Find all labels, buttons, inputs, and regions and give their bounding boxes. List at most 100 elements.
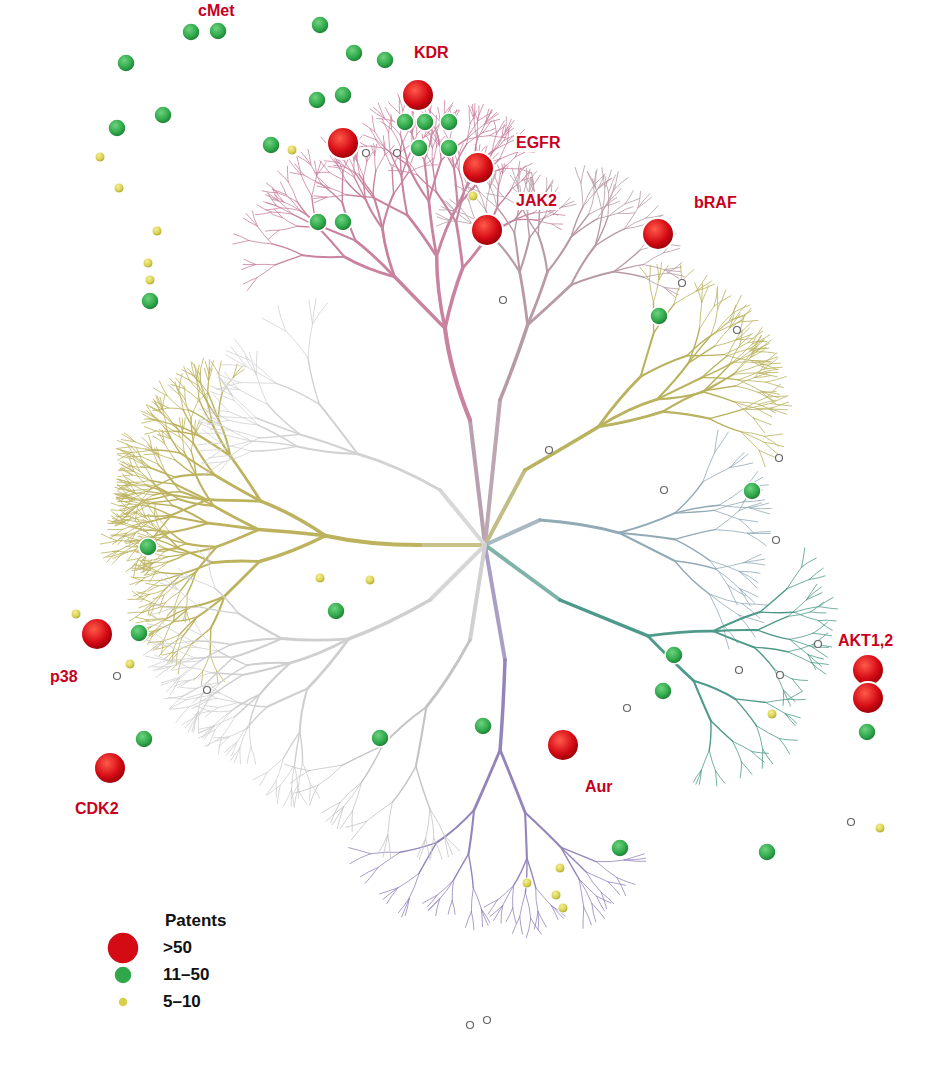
tree-branch <box>249 241 272 244</box>
tree-branch <box>288 182 297 202</box>
tree-branch <box>456 193 460 207</box>
tree-branch <box>709 750 715 771</box>
tree-branch <box>382 228 394 276</box>
patent-marker-small <box>287 145 297 155</box>
kinase-dot <box>777 672 784 679</box>
tree-branch <box>247 663 290 666</box>
tree-branch <box>298 156 311 165</box>
tree-branch <box>625 191 633 204</box>
tree-branch <box>115 520 127 526</box>
tree-branch <box>129 459 134 472</box>
tree-branch <box>204 705 219 707</box>
tree-branch <box>749 508 770 514</box>
tree-branch <box>249 723 251 746</box>
tree-branch <box>198 417 222 421</box>
tree-branch <box>477 105 483 120</box>
tree-branch <box>471 888 473 912</box>
tree-branch <box>352 811 353 831</box>
tree-branch <box>202 635 218 651</box>
tree-branch <box>116 496 129 498</box>
tree-branch <box>761 353 777 365</box>
tree-branch <box>241 382 277 384</box>
tree-branch <box>703 452 715 482</box>
tree-branch <box>276 383 319 404</box>
tree-branch <box>525 893 530 919</box>
tree-branch <box>418 175 437 192</box>
tree-branch <box>709 594 723 625</box>
tree-branch <box>168 553 188 562</box>
tree-branch <box>740 321 753 334</box>
tree-branch <box>764 442 778 454</box>
tree-trunk <box>470 545 485 640</box>
tree-branch <box>349 600 430 639</box>
tree-branch <box>538 235 547 272</box>
tree-branch <box>234 339 249 360</box>
tree-branch <box>358 454 440 490</box>
tree-branch <box>318 765 343 785</box>
tree-branch <box>154 666 172 670</box>
tree-branch <box>297 157 301 175</box>
tree-branch <box>198 726 213 734</box>
tree-branch <box>649 265 651 280</box>
tree-branch <box>408 161 418 176</box>
tree-branch <box>494 120 497 134</box>
tree-branch <box>136 617 149 620</box>
tree-branch <box>714 296 731 306</box>
tree-branch <box>788 612 811 617</box>
tree-branch <box>234 234 249 241</box>
tree-branch <box>209 711 231 713</box>
tree-branch <box>183 418 186 432</box>
tree-branch <box>753 418 765 433</box>
tree-branch <box>586 872 601 893</box>
tree-branch <box>285 764 310 770</box>
tree-branch <box>220 693 239 703</box>
kinase-label: KDR <box>412 44 451 62</box>
tree-branch <box>436 192 456 222</box>
tree-branch <box>709 594 739 615</box>
tree-branch <box>560 600 648 636</box>
tree-branch <box>538 912 546 927</box>
tree-branch <box>717 289 719 309</box>
kinase-dot <box>546 447 553 454</box>
tree-branch <box>198 712 199 732</box>
tree-branch <box>251 747 256 764</box>
tree-branch <box>734 373 760 374</box>
tree-branch <box>618 207 633 214</box>
tree-branch <box>581 166 585 183</box>
kinase-label: CDK2 <box>73 800 121 818</box>
tree-branch <box>477 188 486 211</box>
tree-branch <box>730 454 748 468</box>
tree-branch <box>122 511 131 520</box>
tree-branch <box>157 447 160 458</box>
tree-branch <box>562 204 577 207</box>
tree-branch <box>145 515 172 517</box>
tree-branch <box>546 181 553 191</box>
tree-branch <box>127 549 136 561</box>
tree-branch <box>207 500 261 501</box>
tree-branch <box>136 578 145 585</box>
tree-branch <box>115 487 130 491</box>
tree-branch <box>734 358 750 374</box>
tree-branch <box>280 182 286 195</box>
tree-branch <box>505 121 514 132</box>
tree-branch <box>115 520 127 525</box>
tree-branch <box>757 726 763 750</box>
tree-branch <box>137 557 146 571</box>
tree-branch <box>377 119 393 121</box>
tree-branch <box>249 360 276 384</box>
tree-branch <box>192 712 198 732</box>
tree-branch <box>440 880 454 899</box>
tree-branch <box>185 712 198 728</box>
tree-branch <box>531 918 542 934</box>
tree-branch <box>294 789 297 805</box>
tree-branch <box>715 511 739 530</box>
patent-marker-medium <box>758 843 776 861</box>
tree-branch <box>429 201 437 256</box>
tree-branch <box>118 541 140 551</box>
tree-branch <box>595 229 624 246</box>
patent-marker-medium <box>108 119 126 137</box>
tree-branch <box>477 119 478 139</box>
tree-branch <box>561 847 579 879</box>
tree-branch <box>687 355 724 356</box>
tree-branch <box>198 450 221 451</box>
